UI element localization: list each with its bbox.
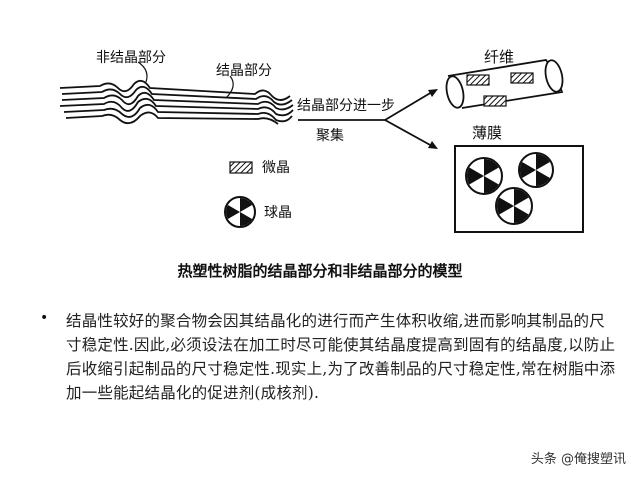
spherulite-film-2 — [518, 152, 554, 188]
fiber-cylinder — [445, 59, 564, 109]
polymer-chains — [59, 79, 294, 125]
label-aggregation: 聚集 — [316, 127, 344, 144]
legend-spherulite: 球晶 — [224, 196, 292, 228]
legend-spherulite-label: 球晶 — [264, 205, 292, 221]
bullet-paragraph: 结晶性较好的聚合物会因其结晶化的进行而产生体积收缩,进而影响其制品的尺寸稳定性.… — [66, 312, 616, 402]
source-watermark: 头条 @俺搜塑讯 — [530, 452, 626, 467]
crystal-model-diagram: 非结晶部分 结晶部分 结晶部分进一步 聚集 纤维 薄膜 — [59, 48, 584, 233]
bullet-marker: • — [40, 310, 49, 326]
legend-microcrystal-label: 微晶 — [262, 160, 290, 176]
label-fiber: 纤维 — [484, 48, 514, 66]
legend-microcrystal: 微晶 — [229, 160, 290, 176]
label-crystalline: 结晶部分 — [216, 63, 272, 79]
label-further-step: 结晶部分进一步 — [297, 98, 395, 114]
spherulite-film-1 — [465, 157, 503, 195]
figure-caption: 热塑性树脂的结晶部分和非结晶部分的模型 — [177, 262, 463, 280]
spherulite-film-3 — [495, 187, 533, 225]
label-amorphous: 非结晶部分 — [96, 50, 166, 66]
label-film: 薄膜 — [472, 124, 502, 142]
